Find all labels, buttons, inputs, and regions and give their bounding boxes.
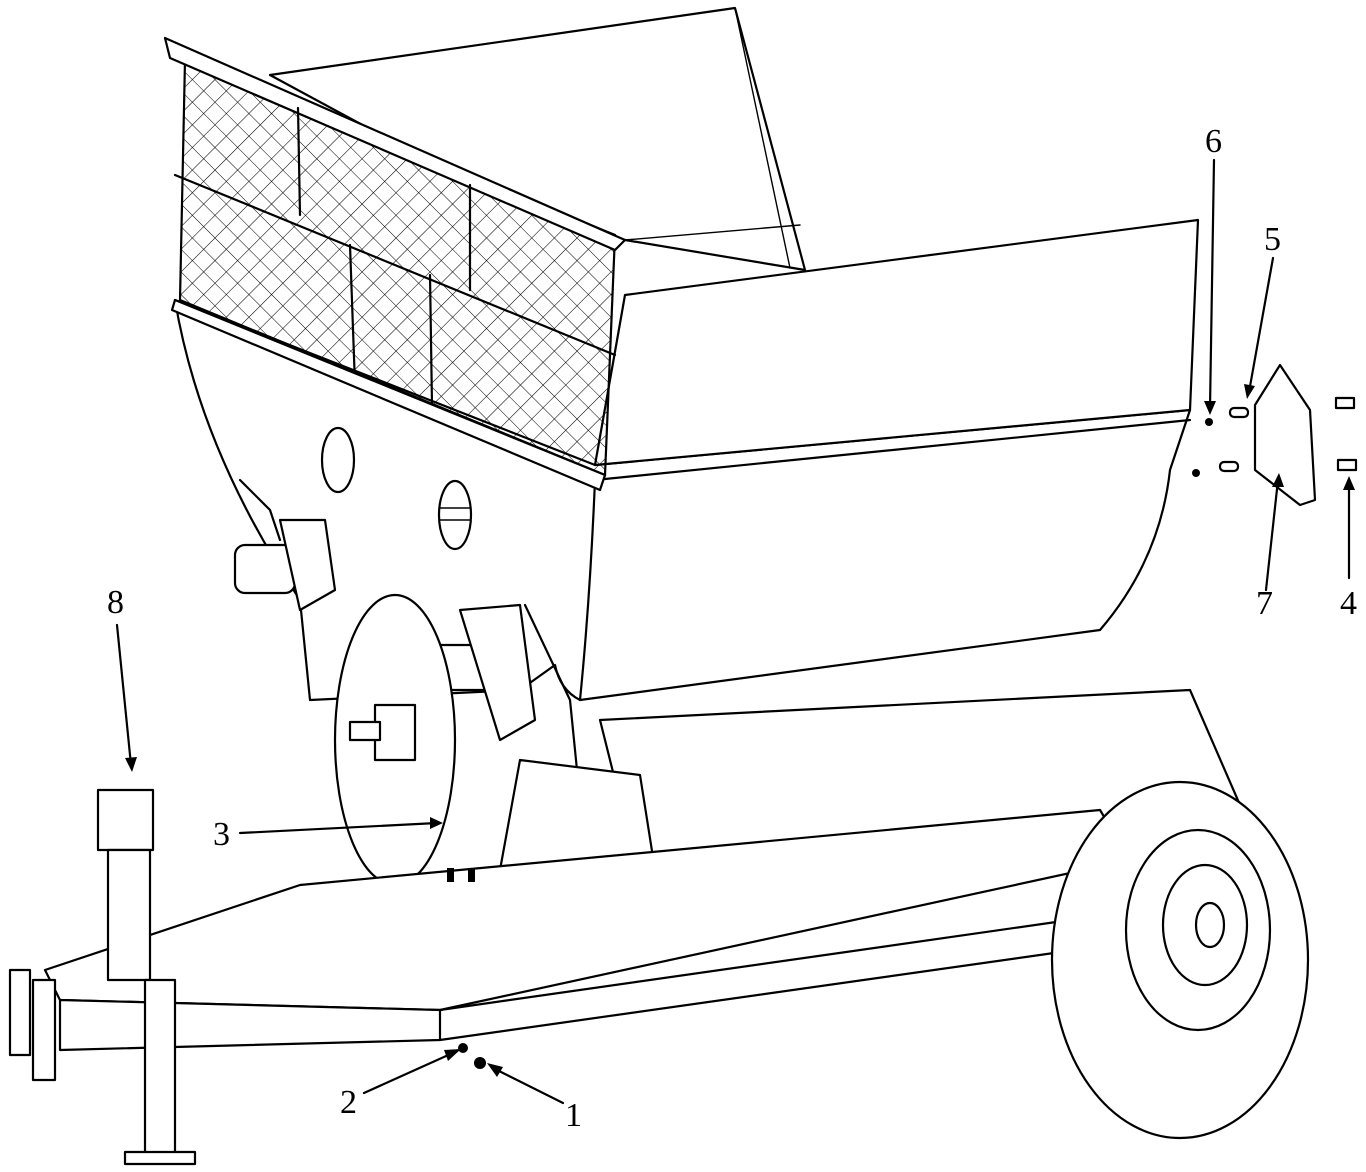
callout-8: 8: [107, 584, 124, 621]
left-motor: [233, 478, 337, 612]
exploded-parts: [1192, 363, 1358, 507]
hitch-plate: [8, 968, 32, 1057]
nut-6a: [1205, 418, 1213, 426]
callout-1: 1: [565, 1097, 582, 1134]
part-1-nut: [474, 1057, 486, 1069]
plate-7: [1253, 363, 1317, 507]
washer-5b: [1218, 460, 1240, 473]
part-3-bolt-a: [447, 868, 454, 882]
callout-2: 2: [340, 1084, 357, 1121]
callout-4: 4: [1340, 585, 1357, 622]
callout-5: 5: [1264, 221, 1281, 258]
wheel: [1050, 780, 1310, 1140]
washer-5a: [1228, 406, 1250, 419]
leader-lines: [115, 158, 1355, 1105]
bolt-4b: [1336, 458, 1358, 472]
porthole-1: [320, 426, 356, 494]
callout-6: 6: [1205, 123, 1222, 160]
bolt-4a: [1334, 396, 1356, 410]
callout-3: 3: [213, 816, 230, 853]
mesh-side-rail: [163, 36, 627, 492]
porthole-2: [437, 479, 473, 551]
part-2-washer: [458, 1043, 468, 1053]
trailer-frame: [8, 688, 1242, 1082]
callout-7: 7: [1256, 585, 1273, 622]
jack-stand: [96, 788, 197, 1166]
drive-disc: [333, 593, 457, 887]
nut-6b: [1192, 469, 1200, 477]
part-3-bolt-b: [468, 868, 475, 882]
